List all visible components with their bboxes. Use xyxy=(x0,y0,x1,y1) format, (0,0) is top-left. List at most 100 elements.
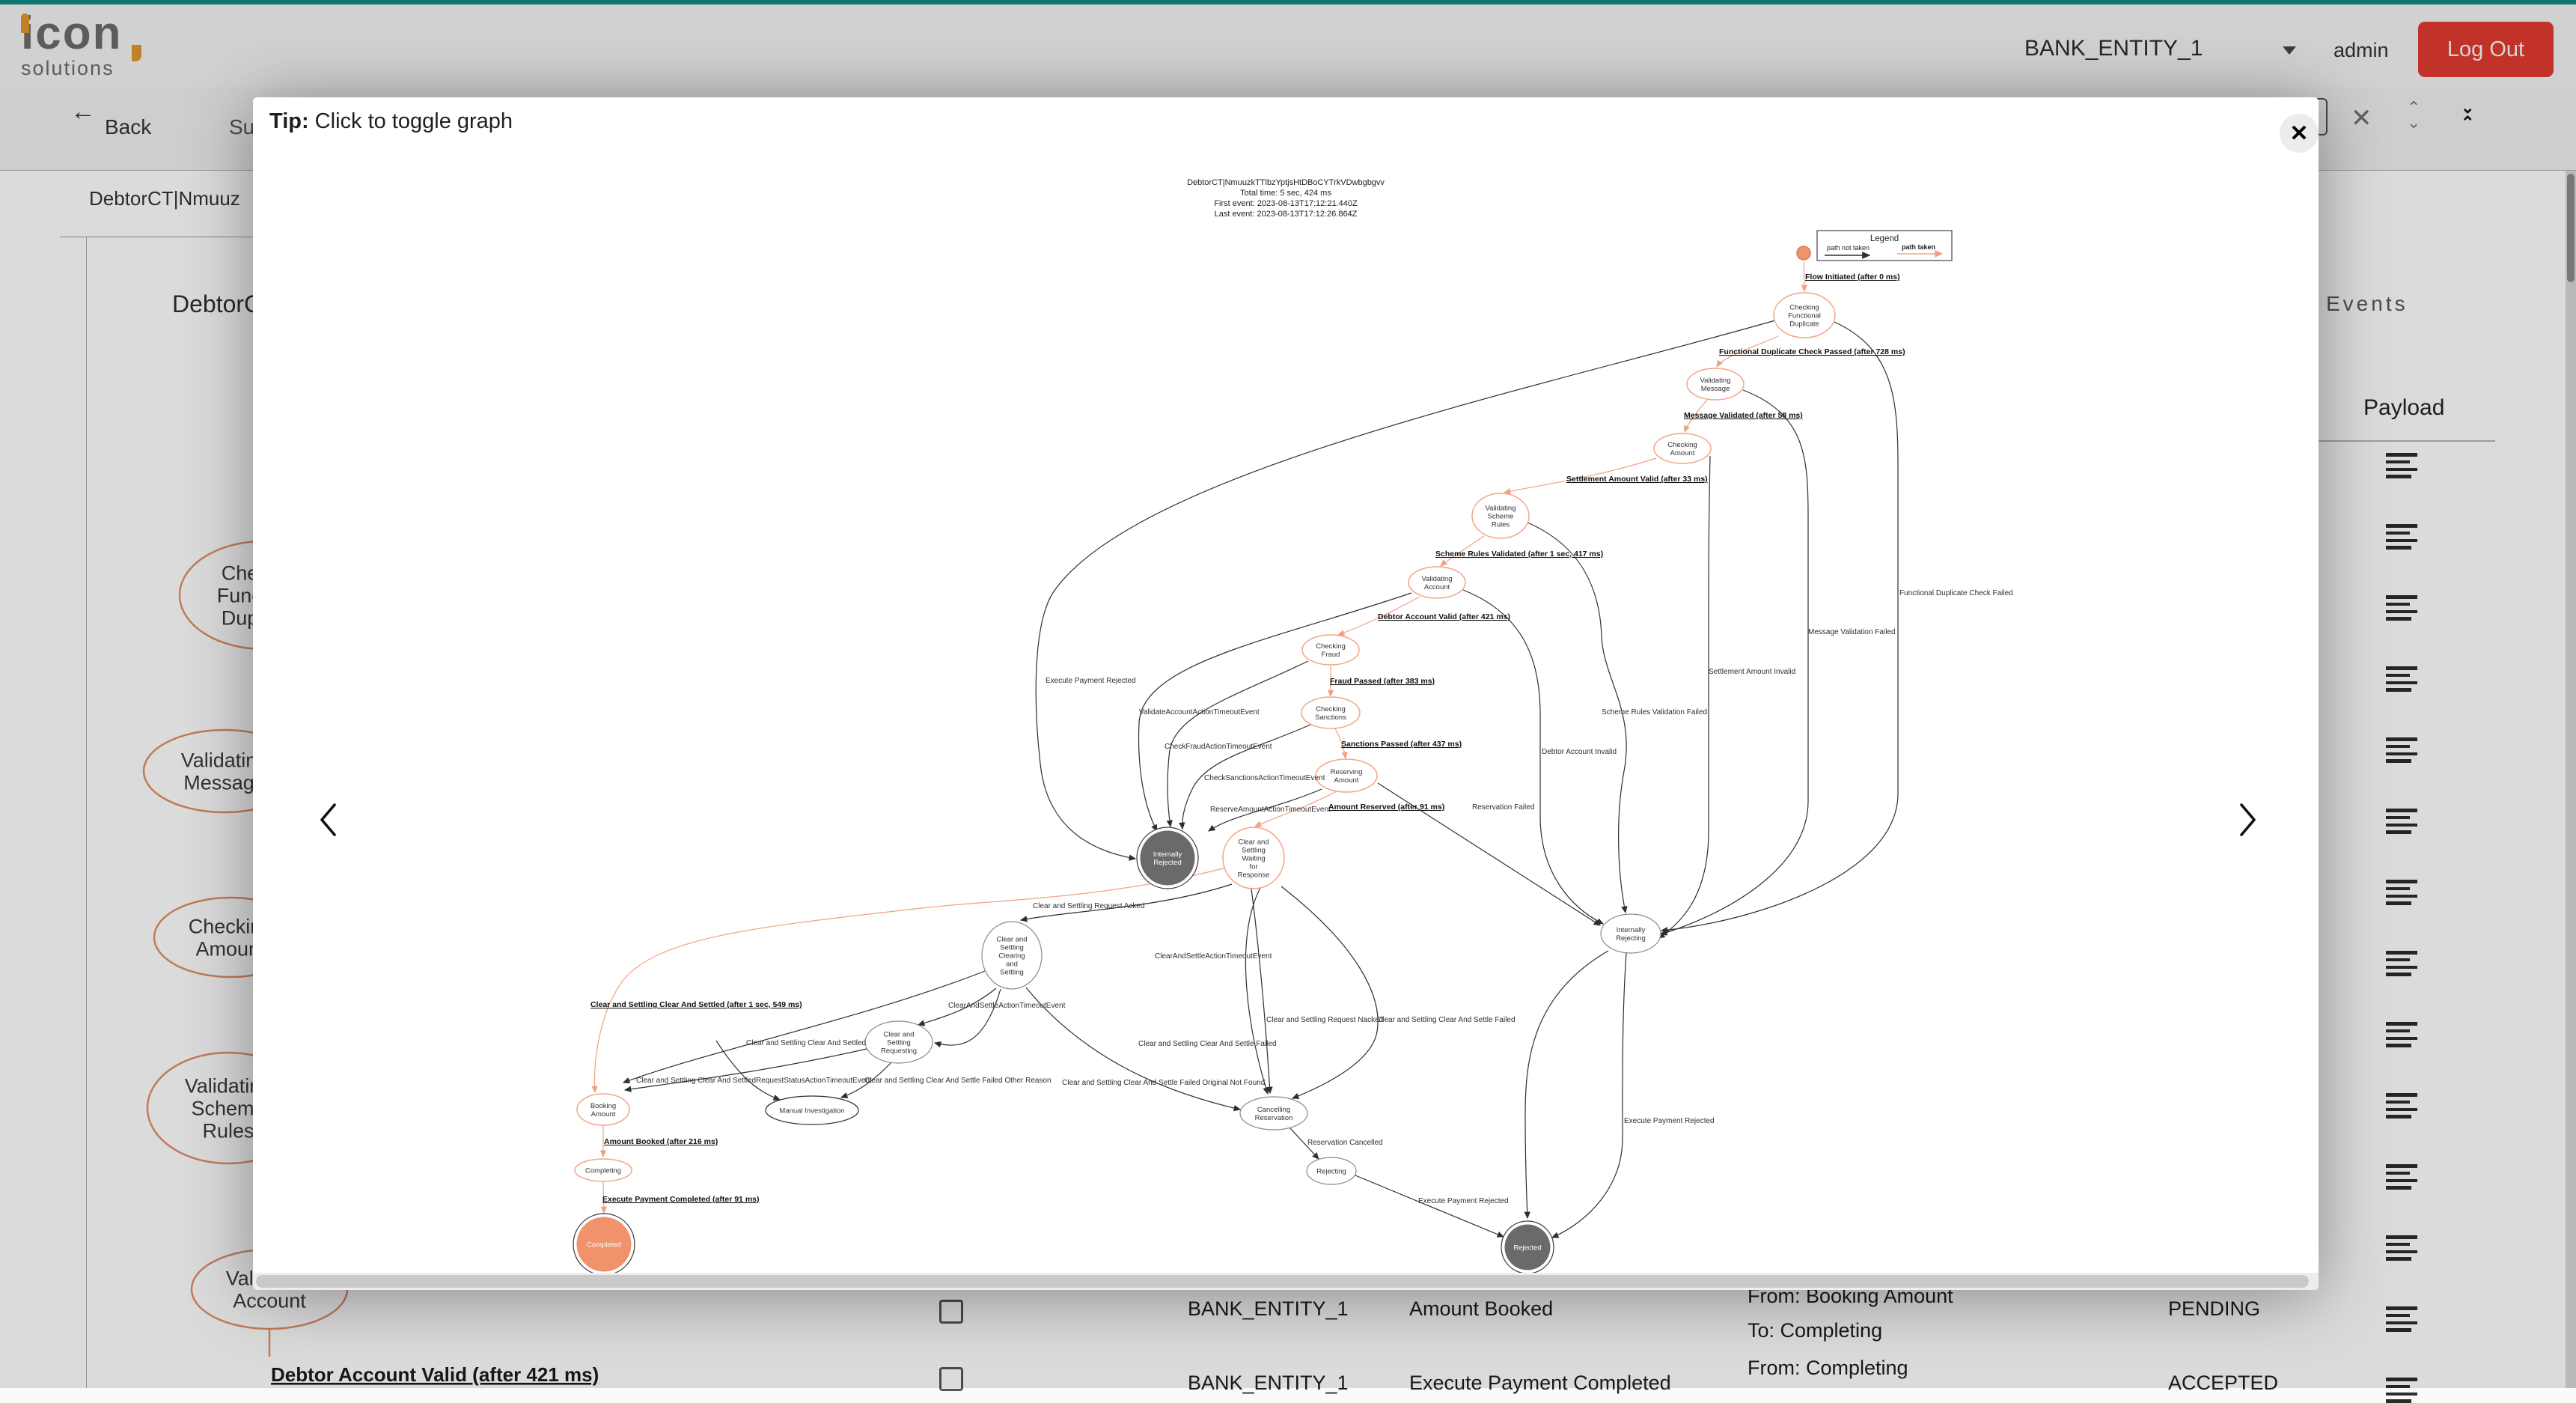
svg-text:Clear and Settling Clear And S: Clear and Settling Clear And Settled xyxy=(746,1039,866,1047)
row-entity: BANK_ENTITY_1 xyxy=(1188,1297,1349,1320)
username-label: admin xyxy=(2334,39,2389,61)
flow-graph[interactable]: CheckingFunctionalDuplicateValidatingMes… xyxy=(253,97,2319,1273)
svg-text:Account: Account xyxy=(1424,583,1450,591)
svg-text:Completed: Completed xyxy=(587,1241,621,1249)
svg-text:Execute Payment Rejected: Execute Payment Rejected xyxy=(1624,1117,1715,1125)
svg-text:CheckSanctionsActionTimeoutEve: CheckSanctionsActionTimeoutEvent xyxy=(1204,774,1325,782)
page-scrollbar[interactable] xyxy=(2566,171,2576,1388)
svg-text:Response: Response xyxy=(1238,871,1270,879)
clear-icon[interactable]: ✕ xyxy=(2351,104,2372,133)
svg-text:Execute Payment Rejected: Execute Payment Rejected xyxy=(1418,1197,1509,1205)
row-transition-to: To: Completing xyxy=(1748,1319,1883,1342)
modal-scrollbar-thumb[interactable] xyxy=(256,1275,2309,1288)
entity-select[interactable]: BANK_ENTITY_1 xyxy=(2024,36,2203,61)
svg-text:Fraud: Fraud xyxy=(1322,651,1340,659)
back-button[interactable]: Back xyxy=(105,115,152,139)
svg-text:Functional: Functional xyxy=(1788,311,1821,320)
payload-icon[interactable] xyxy=(2386,1306,2417,1332)
payload-icon[interactable] xyxy=(2386,1235,2417,1261)
payment-title-partial: DebtorC xyxy=(172,290,262,317)
row-checkbox[interactable] xyxy=(939,1300,963,1324)
graph-nodes: CheckingFunctionalDuplicateValidatingMes… xyxy=(573,246,1836,1273)
svg-text:Clear and Settling Request Nac: Clear and Settling Request Nacked xyxy=(1266,1016,1383,1024)
svg-text:Settling: Settling xyxy=(1242,846,1266,854)
svg-text:path not taken: path not taken xyxy=(1827,244,1870,252)
logo-word: icon xyxy=(21,7,123,59)
payment-tab-label[interactable]: DebtorCT|Nmuuz xyxy=(89,187,240,210)
svg-text:Last event: 2023-08-13T17:12:2: Last event: 2023-08-13T17:12:26.864Z xyxy=(1215,210,1358,219)
graph-edge-labels: Flow Initiated (after 0 ms) Functional Du… xyxy=(590,273,2013,1205)
svg-text:Reservation: Reservation xyxy=(1255,1114,1293,1122)
svg-text:Internally: Internally xyxy=(1617,926,1646,934)
payload-icon[interactable] xyxy=(2386,951,2417,976)
logo-accent-icon xyxy=(132,45,141,61)
page-scrollbar-thumb[interactable] xyxy=(2567,174,2575,282)
svg-text:Flow Initiated (after 0 ms): Flow Initiated (after 0 ms) xyxy=(1805,273,1900,281)
svg-text:Duplicate: Duplicate xyxy=(1789,320,1819,328)
logo-accent-icon xyxy=(21,13,29,33)
logout-button[interactable]: Log Out xyxy=(2418,22,2554,77)
payload-icon[interactable] xyxy=(2386,1164,2417,1190)
svg-text:Reservation Cancelled: Reservation Cancelled xyxy=(1307,1139,1383,1147)
svg-text:Rejecting: Rejecting xyxy=(1616,934,1646,943)
payload-icon[interactable] xyxy=(2386,524,2417,550)
tab-summary-partial[interactable]: Su xyxy=(229,115,255,139)
chevron-down-icon[interactable] xyxy=(2283,46,2296,55)
back-arrow-icon[interactable]: ← xyxy=(70,97,96,126)
graph-node-17: Rejecting xyxy=(1306,1157,1357,1185)
close-icon[interactable]: ✕ xyxy=(2280,114,2319,153)
svg-text:CheckFraudActionTimeoutEvent: CheckFraudActionTimeoutEvent xyxy=(1165,743,1272,751)
payload-icon[interactable] xyxy=(2386,1093,2417,1119)
svg-text:Debtor Account Invalid: Debtor Account Invalid xyxy=(1542,748,1617,756)
icon-solutions-logo: icon solutions xyxy=(21,7,141,79)
svg-text:Clear and Settling Clear And S: Clear and Settling Clear And Settle Fail… xyxy=(1377,1016,1516,1024)
unfold-more-icon[interactable]: ⌃⌄ xyxy=(2407,98,2421,132)
svg-text:Scheme: Scheme xyxy=(1488,512,1514,520)
svg-text:Validating: Validating xyxy=(1485,504,1516,512)
next-arrow-icon[interactable] xyxy=(2236,803,2257,837)
payload-icon[interactable] xyxy=(2386,1022,2417,1047)
payload-icon[interactable] xyxy=(2386,666,2417,692)
svg-text:Clear and Settling Request Ack: Clear and Settling Request Acked xyxy=(1033,902,1145,910)
svg-text:Settling: Settling xyxy=(1000,943,1024,952)
payload-icon[interactable] xyxy=(2386,737,2417,763)
svg-text:Requesting: Requesting xyxy=(881,1047,917,1055)
payload-icon[interactable] xyxy=(2386,880,2417,905)
svg-text:Sanctions: Sanctions xyxy=(1315,713,1346,722)
modal-horizontal-scrollbar[interactable] xyxy=(253,1273,2319,1290)
logo-subword: solutions xyxy=(21,57,115,79)
prev-arrow-icon[interactable] xyxy=(319,803,340,837)
svg-text:Clear and: Clear and xyxy=(1238,838,1269,846)
svg-text:RequestStatusActionTimeoutEven: RequestStatusActionTimeoutEvent xyxy=(756,1077,872,1085)
svg-text:Validating: Validating xyxy=(1700,377,1730,385)
svg-text:Reserving: Reserving xyxy=(1331,768,1363,776)
app-header: icon solutions xyxy=(0,4,2576,87)
collapse-icon[interactable]: ⌄⌃ xyxy=(2461,98,2475,132)
payload-icon[interactable] xyxy=(2386,809,2417,834)
svg-text:Clear and Settling Clear And S: Clear and Settling Clear And Settle Fail… xyxy=(1062,1079,1265,1087)
row-status: PENDING xyxy=(2168,1297,2261,1320)
svg-text:ReserveAmountActionTimeoutEven: ReserveAmountActionTimeoutEvent xyxy=(1210,806,1331,814)
svg-text:path taken: path taken xyxy=(1902,243,1935,251)
svg-text:Checking: Checking xyxy=(1789,303,1819,311)
payload-icon[interactable] xyxy=(2386,453,2417,478)
svg-text:Cancelling: Cancelling xyxy=(1257,1106,1290,1114)
svg-text:Reservation Failed: Reservation Failed xyxy=(1472,803,1534,812)
svg-text:Amount: Amount xyxy=(1670,449,1695,457)
svg-text:Clear and: Clear and xyxy=(996,935,1027,943)
graph-node-14: Manual Investigation xyxy=(765,1095,859,1125)
svg-text:Booking: Booking xyxy=(590,1102,616,1110)
svg-text:Execute Payment Completed (aft: Execute Payment Completed (after 91 ms) xyxy=(602,1195,760,1204)
payload-column-header: Payload xyxy=(2363,395,2445,420)
payload-icon[interactable] xyxy=(2386,595,2417,621)
